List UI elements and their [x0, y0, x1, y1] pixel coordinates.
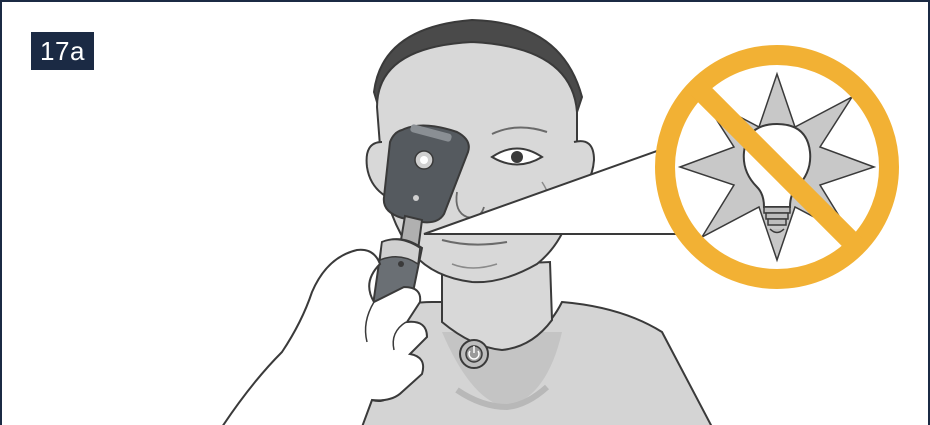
power-button-icon	[460, 340, 488, 368]
no-light-bulb-icon	[665, 55, 889, 279]
step-badge: 17a	[31, 32, 94, 70]
